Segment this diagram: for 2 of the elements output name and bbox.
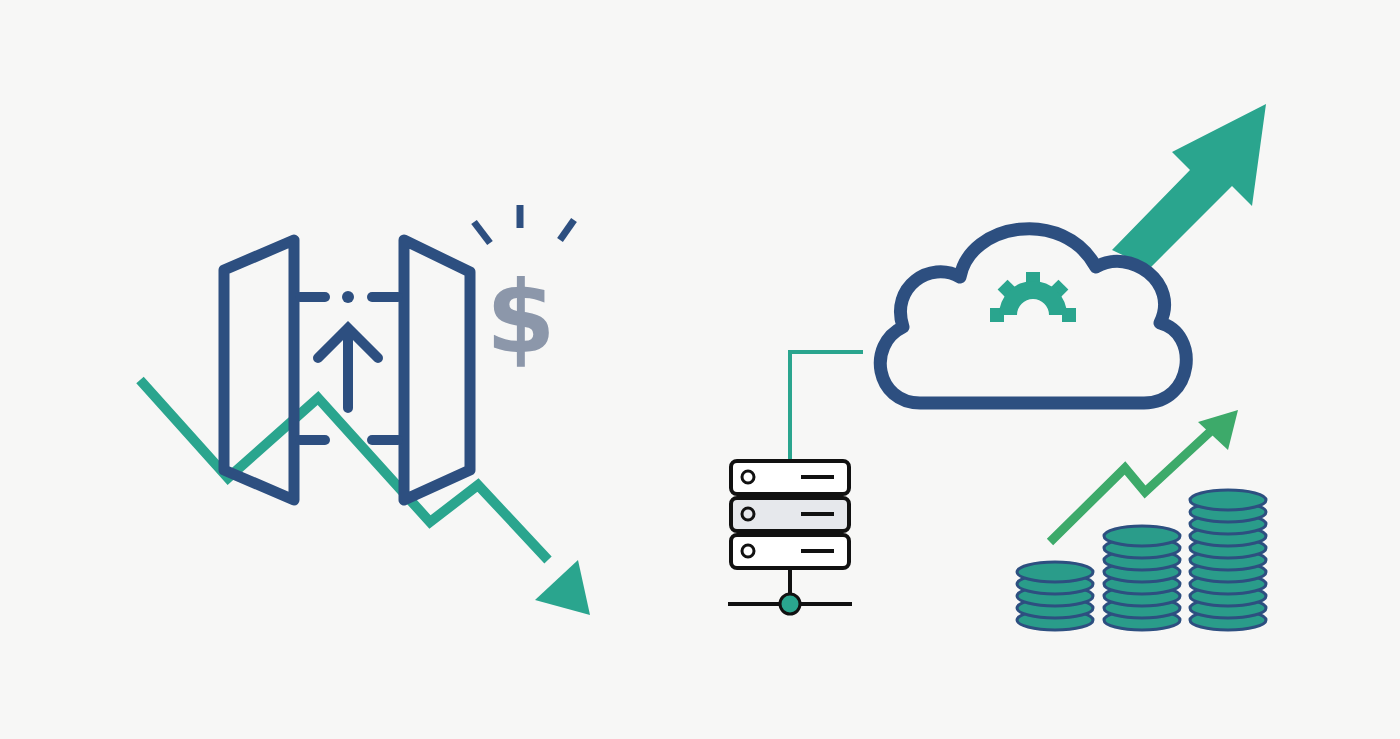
- connector-line: [788, 350, 863, 461]
- dollar-sign: $: [486, 268, 556, 368]
